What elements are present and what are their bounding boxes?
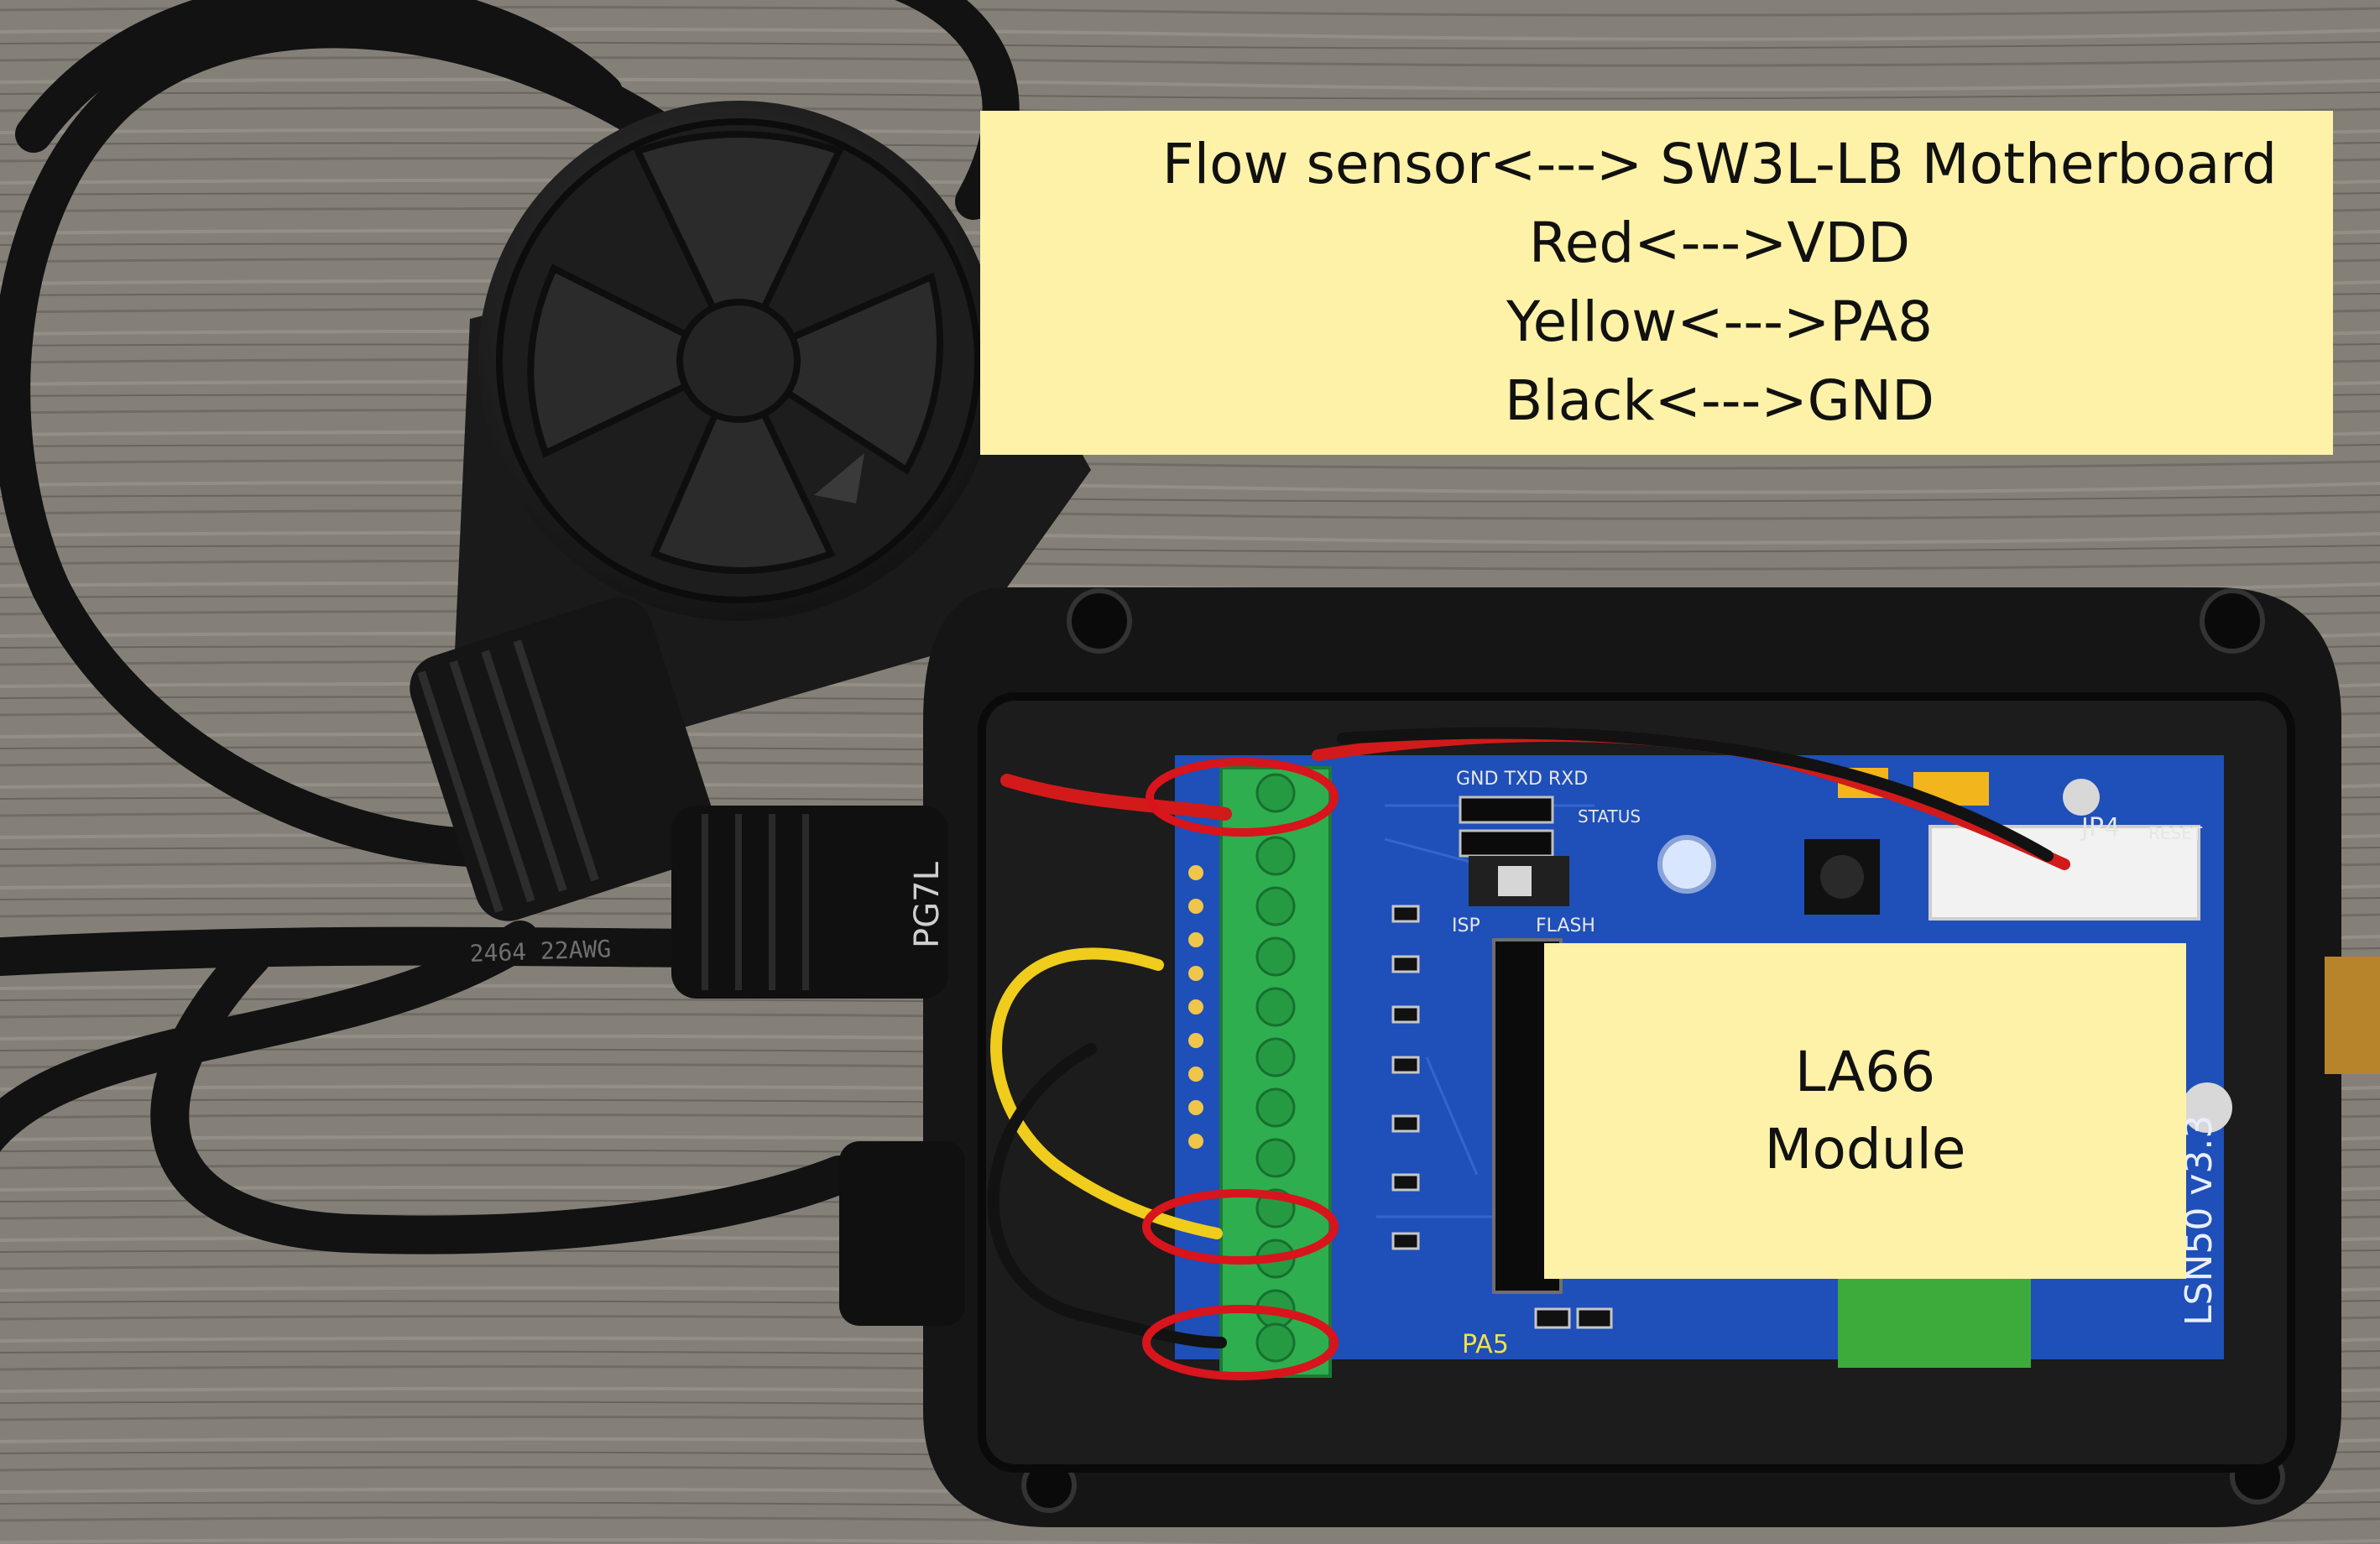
reset-label: RESET [2148,823,2203,843]
module-line-1: LA66 [1794,1040,1936,1104]
module-annotation: LA66 Module [1544,943,2186,1279]
status-label: STATUS [1578,806,1641,827]
highlight-pa8-terminal [1142,1189,1339,1265]
wiring-line-1: Flow sensor<---> SW3L-LB Motherboard [1161,132,2278,196]
flash-label: FLASH [1536,915,1595,936]
gland-text: PG7L [908,861,947,948]
highlight-gnd-terminal [1142,1305,1339,1380]
cable-print-text: 2464 22AWG [469,935,612,968]
sensor-wires [987,727,2070,1348]
wiring-line-2: Red<--->VDD [1528,211,1911,275]
terminal-block [1179,766,1332,1378]
header-label: GND TXD RXD [1456,769,1588,790]
wiring-annotation: Flow sensor<---> SW3L-LB Motherboard Red… [980,111,2333,455]
wiring-line-3: Yellow<--->PA8 [1506,290,1933,354]
wiring-line-4: Black<--->GND [1505,368,1934,433]
highlight-vdd-terminal [1146,758,1339,837]
isp-label: ISP [1452,915,1480,936]
antenna-connector [2325,957,2380,1074]
jumper-label: JP4 [2080,813,2120,842]
sensor-cable [0,0,1020,1254]
module-line-2: Module [1764,1117,1966,1181]
highlight-ellipses [1142,758,1339,1380]
flow-sensor [410,101,1091,921]
pin-label-pa5: PA5 [1462,1330,1509,1359]
